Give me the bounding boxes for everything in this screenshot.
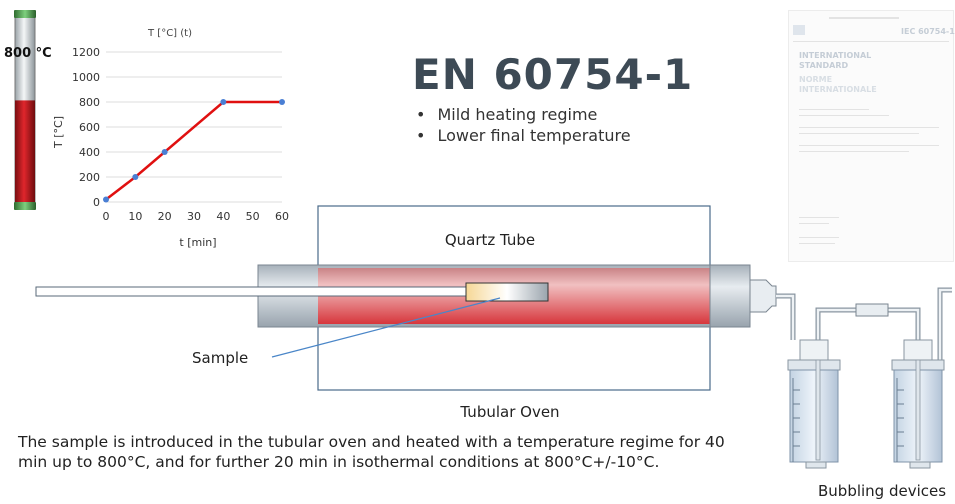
doc-header: IEC 60754-1: [901, 27, 955, 36]
gas-line-inner: [816, 308, 920, 360]
bullet-item: Mild heating regime: [412, 104, 631, 125]
chart-x-tick-label: 20: [158, 210, 172, 223]
chart-x-tick-label: 10: [128, 210, 142, 223]
tube-end-cap: [709, 264, 751, 328]
bullet-item: Lower final temperature: [412, 125, 630, 146]
chart-data-point: [161, 149, 168, 155]
chart-y-tick-label: 800: [79, 96, 100, 109]
thermometer-cap-bottom: [14, 202, 36, 210]
doc-line: INTERNATIONALE: [799, 85, 877, 94]
chart-y-tick-label: 1000: [72, 71, 100, 84]
standard-title: EN 60754-1: [412, 50, 694, 99]
chart-ylabel: T [°C]: [52, 116, 65, 149]
chart-y-tick-label: 200: [79, 171, 100, 184]
doc-rule: [799, 151, 909, 152]
apparatus-diagram: Quartz Tube Tubular Oven Sample: [35, 205, 952, 469]
chart-y-tick-label: 0: [93, 196, 100, 209]
temperature-series-line: [105, 100, 282, 201]
chart-x-tick-label: 0: [103, 210, 110, 223]
chart-x-tick-label: 50: [246, 210, 260, 223]
thermometer-fill: [15, 100, 35, 206]
thermometer-cap-top: [14, 10, 36, 18]
thermometer: [14, 10, 36, 210]
doc-line: NORME: [799, 75, 833, 84]
chart-data-point: [220, 99, 227, 105]
doc-line: STANDARD: [799, 61, 849, 70]
chart-x-tick-label: 40: [216, 210, 230, 223]
chart-x-tick-label: 60: [275, 210, 289, 223]
chart-y-tick-label: 1200: [72, 46, 100, 59]
temperature-chart: T [°C] (t) T [°C] t [min] 02004006008001…: [52, 28, 289, 249]
thermometer-temperature-label: 800 °C: [4, 46, 52, 61]
doc-rule: [799, 223, 829, 224]
sample-pointer-line: [271, 297, 501, 358]
tube-joint: [855, 303, 889, 317]
sample-label: Sample: [192, 349, 248, 367]
chart-title: T [°C] (t): [147, 28, 192, 39]
doc-rule: [799, 243, 835, 244]
chart-y-tick-label: 400: [79, 146, 100, 159]
tubular-oven-label: Tubular Oven: [459, 403, 559, 421]
bubbling-devices-label: Bubbling devices: [818, 482, 947, 500]
gas-line: [776, 293, 796, 340]
bubbling-bottle: [891, 339, 945, 469]
chart-data-point: [132, 174, 139, 180]
chart-y-tick-label: 600: [79, 121, 100, 134]
doc-rule: [799, 109, 869, 110]
gas-line: [815, 307, 921, 360]
gas-line-inner: [938, 288, 952, 360]
quartz-tube-label: Quartz Tube: [445, 231, 535, 249]
doc-rule: [799, 237, 839, 238]
doc-header-rule: [829, 17, 899, 19]
gas-line-inner: [776, 294, 795, 340]
outlet-connector: [749, 279, 777, 313]
doc-line: INTERNATIONAL: [799, 51, 872, 60]
chart-xlabel: t [min]: [179, 236, 216, 249]
chart-data-point: [279, 99, 285, 105]
doc-rule: [799, 217, 839, 218]
chart-data-point: [103, 196, 109, 203]
doc-rule: [799, 115, 889, 116]
doc-rule: [799, 145, 939, 146]
sample-push-rod: [35, 286, 467, 297]
procedure-description: The sample is introduced in the tubular …: [18, 433, 725, 471]
chart-x-tick-label: 30: [187, 210, 201, 223]
doc-rule: [793, 41, 949, 42]
standard-document-thumbnail: IEC 60754-1 INTERNATIONAL STANDARD NORME…: [788, 10, 955, 262]
sample-boat: [465, 282, 549, 302]
doc-rule: [799, 127, 939, 128]
doc-rule: [799, 133, 919, 134]
standard-bullet-list: Mild heating regime Lower final temperat…: [412, 104, 631, 146]
bubbling-bottle: [787, 339, 841, 469]
iec-logo: [793, 25, 805, 35]
gas-line: [937, 287, 952, 360]
